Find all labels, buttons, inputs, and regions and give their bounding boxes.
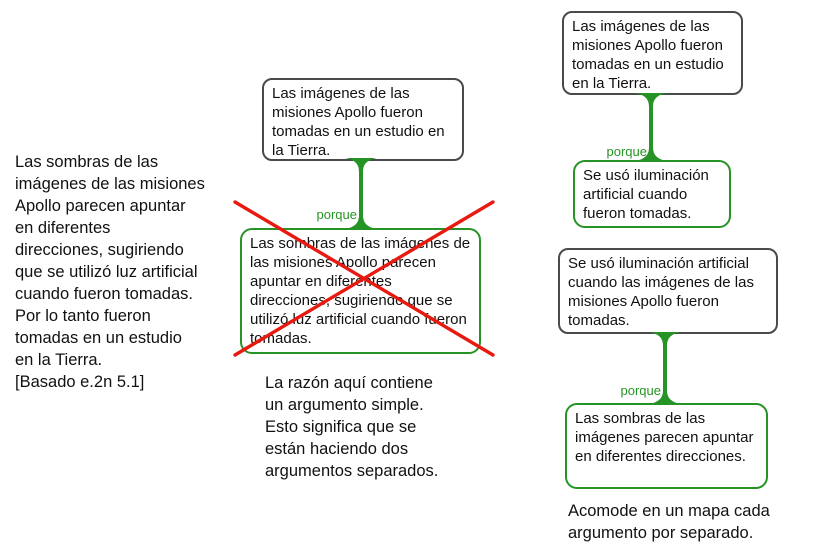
contention-box[interactable]: Las imágenes de las misiones Apollo fuer… <box>262 78 464 161</box>
middle-map-note: La razón aquí contiene un argumento simp… <box>265 374 439 480</box>
right-maps-instruction: Acomode en un mapa cada argumento por se… <box>568 502 770 542</box>
contention-box[interactable]: Se usó iluminación artificial cuando las… <box>558 248 778 334</box>
reason-box[interactable]: Las sombras de las imágenes parecen apun… <box>565 403 768 489</box>
connector-label-porque: porque <box>606 144 647 159</box>
contention-box[interactable]: Las imágenes de las misiones Apollo fuer… <box>562 11 743 95</box>
reason-box[interactable]: Se usó iluminación artificial cuando fue… <box>573 160 731 228</box>
red-cross-icon <box>233 200 495 357</box>
connector-label-porque: porque <box>316 207 357 222</box>
connector-stem <box>649 332 681 404</box>
source-passage: Las sombras de las imágenes de las misio… <box>15 153 205 391</box>
connector-stem <box>345 158 377 229</box>
connector-stem <box>635 93 667 161</box>
connector-label-porque: porque <box>620 383 661 398</box>
